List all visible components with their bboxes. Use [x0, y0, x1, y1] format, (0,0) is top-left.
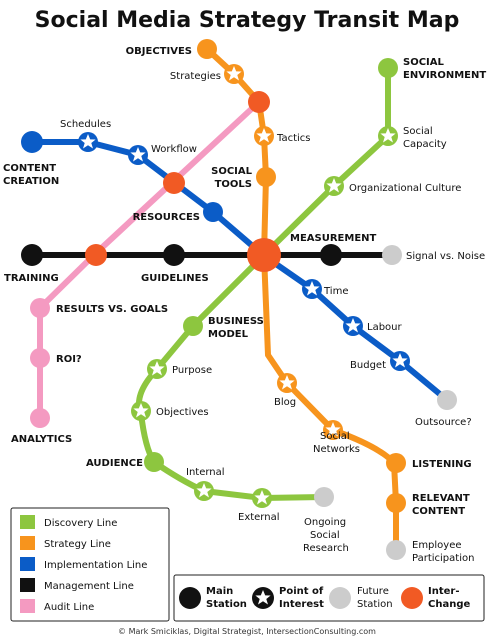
legend-audit: Audit Line [44, 602, 94, 613]
label-relevant-content-2: CONTENT [412, 506, 465, 517]
label-internal: Internal [186, 467, 225, 478]
legend-main-station-icon [179, 587, 201, 609]
label-social-tools-1: SOCIAL [211, 166, 253, 177]
stations [21, 39, 457, 560]
legend-inter-2: Change [428, 599, 470, 610]
label-objectives-low: Objectives [156, 407, 209, 418]
label-time: Time [323, 286, 348, 297]
legend-future-icon [329, 587, 351, 609]
label-social-capacity-1: Social [403, 126, 433, 137]
label-schedules: Schedules [60, 119, 111, 130]
credit-line: © Mark Smiciklas, Digital Strategist, In… [118, 627, 376, 636]
label-ongoing-3: Research [303, 543, 349, 554]
label-social-tools-2: TOOLS [215, 179, 252, 190]
label-organizational-culture: Organizational Culture [349, 183, 461, 194]
station-labels: OBJECTIVES Strategies Tactics SOCIAL TOO… [3, 46, 486, 564]
label-resources: RESOURCES [133, 212, 200, 223]
station-analytics [30, 408, 50, 428]
label-results-goals: RESULTS VS. GOALS [56, 304, 168, 315]
station-listening [386, 453, 406, 473]
station-objectives [197, 39, 217, 59]
legend-main-1: Main [206, 586, 233, 597]
legend-swatch-implementation [20, 557, 35, 571]
station-social-tools [256, 167, 276, 187]
label-roi: ROI? [56, 354, 82, 365]
label-purpose: Purpose [172, 365, 212, 376]
label-social-capacity-2: Capacity [403, 139, 447, 150]
station-relevant-content [386, 493, 406, 513]
station-resources-blue [203, 202, 223, 222]
future-outsource [437, 390, 457, 410]
label-content-creation-1: CONTENT [3, 163, 56, 174]
label-objectives: OBJECTIVES [126, 46, 192, 57]
legend-discovery: Discovery Line [44, 518, 117, 529]
label-audience: AUDIENCE [86, 458, 143, 469]
label-social-env-1: SOCIAL [403, 57, 445, 68]
future-ongoing-research [314, 487, 334, 507]
legend-interchange-icon [401, 587, 423, 609]
label-measurement: MEASUREMENT [290, 233, 377, 244]
label-business-model-2: MODEL [208, 329, 249, 340]
label-social-env-2: ENVIRONMENT [403, 70, 486, 81]
label-labour: Labour [367, 322, 403, 333]
legend-future-2: Station [357, 599, 393, 610]
station-audience [144, 452, 164, 472]
interchange-strategy-audit [248, 91, 270, 113]
interchange-measurement [247, 238, 281, 272]
label-outsource: Outsource? [415, 417, 472, 428]
label-tactics: Tactics [276, 133, 311, 144]
legend-management: Management Line [44, 581, 134, 592]
legend-swatch-audit [20, 599, 35, 613]
legend-implementation: Implementation Line [44, 560, 147, 571]
label-social-networks-2: Networks [313, 444, 360, 455]
station-guidelines [163, 244, 185, 266]
label-relevant-content-1: RELEVANT [412, 493, 470, 504]
label-signal-noise: Signal vs. Noise [406, 251, 485, 262]
label-workflow: Workflow [151, 144, 197, 155]
line-legend: Discovery Line Strategy Line Implementat… [10, 507, 170, 622]
station-training [21, 244, 43, 266]
label-analytics: ANALYTICS [11, 434, 72, 445]
station-social-environment [378, 58, 398, 78]
label-guidelines: GUIDELINES [141, 273, 209, 284]
interchange-training-audit [85, 244, 107, 266]
legend-swatch-discovery [20, 515, 35, 529]
future-signal-noise [382, 245, 402, 265]
label-business-model-1: BUSINESS [208, 316, 264, 327]
interchange-resources [163, 172, 185, 194]
label-budget: Budget [350, 360, 386, 371]
legend-swatch-strategy [20, 536, 35, 550]
label-listening: LISTENING [412, 459, 472, 470]
label-employee-1: Employee [412, 540, 462, 551]
legend-strategy: Strategy Line [44, 539, 111, 550]
map-title: Social Media Strategy Transit Map [35, 8, 460, 33]
station-legend: Main Station Point of Interest Future St… [173, 574, 485, 622]
label-content-creation-2: CREATION [3, 176, 59, 187]
legend-swatch-management [20, 578, 35, 592]
legend-future-1: Future [357, 586, 389, 597]
label-employee-2: Participation [412, 553, 474, 564]
legend-main-2: Station [206, 599, 247, 610]
legend-poi-2: Interest [279, 599, 324, 610]
future-employee-participation [386, 540, 406, 560]
legend-inter-1: Inter- [428, 586, 459, 597]
station-measurement-black [320, 244, 342, 266]
legend-poi-1: Point of [279, 586, 324, 597]
label-strategies: Strategies [170, 71, 221, 82]
label-ongoing-1: Ongoing [304, 517, 346, 528]
label-external: External [238, 512, 280, 523]
label-blog: Blog [274, 397, 296, 408]
label-ongoing-2: Social [310, 530, 340, 541]
station-results-goals [30, 298, 50, 318]
station-content-creation [21, 131, 43, 153]
station-business-model [183, 316, 203, 336]
label-training: TRAINING [4, 273, 59, 284]
station-roi [30, 348, 50, 368]
label-social-networks-1: Social [320, 431, 350, 442]
